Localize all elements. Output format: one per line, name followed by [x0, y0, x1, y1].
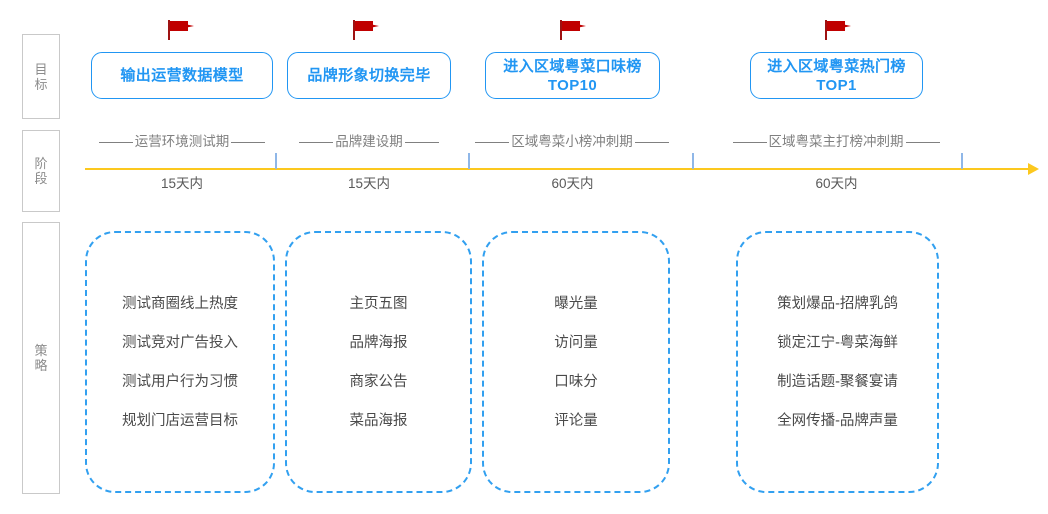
goal-box-4-line1: 进入区域粤菜热门榜	[767, 57, 906, 75]
phase-name-2-text: 品牌建设期	[335, 134, 403, 149]
strategy-item: 访问量	[554, 334, 598, 351]
duration-1: 15天内	[160, 176, 204, 191]
strategy-item: 菜品海报	[349, 412, 408, 429]
goal-box-1-line1: 输出运营数据模型	[120, 67, 244, 84]
timeline-tick	[275, 153, 277, 169]
strategy-item: 评论量	[554, 412, 598, 429]
phase-dash-left	[475, 141, 510, 143]
row-label-phase: 阶段	[22, 130, 60, 212]
row-label-phase-text: 阶段	[34, 156, 49, 186]
phase-dash-right	[404, 141, 439, 143]
flag-banner	[355, 21, 379, 31]
phase-dash-left	[732, 141, 767, 143]
goal-box-2-text: 品牌形象切换完毕	[307, 66, 430, 85]
goal-box-3-text: 进入区域粤菜口味榜 TOP10	[503, 57, 642, 95]
flag-pole	[825, 20, 827, 40]
timeline-tick	[961, 153, 963, 169]
goal-box-1-text: 输出运营数据模型	[120, 66, 243, 85]
phase-dash-left	[98, 141, 133, 143]
goal-box-2-line1: 品牌形象切换完毕	[307, 67, 431, 84]
flag-pole	[353, 20, 355, 40]
red-flag-icon	[825, 20, 855, 42]
phase-name-1-text: 运营环境测试期	[134, 134, 230, 149]
phase-name-2: 品牌建设期	[287, 134, 451, 150]
goal-box-2[interactable]: 品牌形象切换完毕	[287, 52, 451, 99]
goal-box-3[interactable]: 进入区域粤菜口味榜 TOP10	[485, 52, 660, 99]
timeline-axis	[85, 168, 1030, 170]
strategy-item: 测试竞对广告投入	[122, 334, 238, 351]
strategy-item: 口味分	[554, 373, 598, 390]
phase-dash-right	[905, 141, 940, 143]
duration-4: 60天内	[815, 176, 858, 191]
strategy-item: 测试用户行为习惯	[122, 373, 238, 390]
flag-banner	[562, 21, 586, 31]
phase-name-4-text: 区域粤菜主打榜冲刺期	[768, 134, 904, 149]
timeline-arrow-icon	[1028, 163, 1039, 175]
phase-name-3: 区域粤菜小榜冲刺期	[468, 134, 676, 150]
phase-name-4: 区域粤菜主打榜冲刺期	[722, 134, 950, 150]
flag-pole	[168, 20, 170, 40]
phase-name-1: 运营环境测试期	[91, 134, 273, 150]
strategy-item: 锁定江宁-粤菜海鲜	[777, 334, 898, 351]
row-label-goal-text: 目标	[34, 61, 49, 92]
goal-box-4-text: 进入区域粤菜热门榜 TOP1	[767, 57, 906, 95]
strategy-item: 全网传播-品牌声量	[777, 412, 898, 429]
strategy-item: 测试商圈线上热度	[122, 295, 238, 312]
strategy-item: 策划爆品-招牌乳鸽	[777, 295, 898, 312]
phase-dash-right	[231, 141, 266, 143]
goal-box-4-line2: TOP1	[816, 76, 857, 94]
phase-dash-left	[299, 141, 334, 143]
red-flag-icon	[168, 20, 198, 42]
phase-name-3-text: 区域粤菜小榜冲刺期	[511, 134, 633, 149]
flag-banner	[827, 21, 851, 31]
duration-3: 60天内	[551, 176, 594, 191]
strategy-panel-3: 曝光量 访问量 口味分 评论量	[482, 231, 670, 493]
strategy-item: 主页五图	[349, 295, 408, 312]
goal-box-1[interactable]: 输出运营数据模型	[91, 52, 273, 99]
strategy-panel-1: 测试商圈线上热度 测试竞对广告投入 测试用户行为习惯 规划门店运营目标	[85, 231, 275, 493]
goal-box-3-line2: TOP10	[547, 76, 598, 94]
row-label-strategy: 策略	[22, 222, 60, 494]
flag-pole	[560, 20, 562, 40]
goal-box-4[interactable]: 进入区域粤菜热门榜 TOP1	[750, 52, 923, 99]
timeline-tick	[692, 153, 694, 169]
duration-2: 15天内	[347, 176, 391, 191]
red-flag-icon	[560, 20, 590, 42]
row-label-strategy-text: 策略	[34, 343, 49, 373]
red-flag-icon	[353, 20, 383, 42]
row-label-goal: 目标	[22, 34, 60, 119]
strategy-panel-2: 主页五图 品牌海报 商家公告 菜品海报	[285, 231, 472, 493]
timeline-tick	[468, 153, 470, 169]
strategy-item: 制造话题-聚餐宴请	[777, 373, 898, 390]
strategy-panel-4: 策划爆品-招牌乳鸽 锁定江宁-粤菜海鲜 制造话题-聚餐宴请 全网传播-品牌声量	[736, 231, 939, 493]
goal-box-3-line1: 进入区域粤菜口味榜	[503, 57, 642, 75]
flag-banner	[170, 21, 194, 31]
strategy-item: 曝光量	[554, 295, 598, 312]
strategy-item: 规划门店运营目标	[122, 412, 238, 429]
strategy-item: 商家公告	[349, 373, 408, 390]
phase-dash-right	[634, 141, 669, 143]
strategy-item: 品牌海报	[349, 334, 408, 351]
